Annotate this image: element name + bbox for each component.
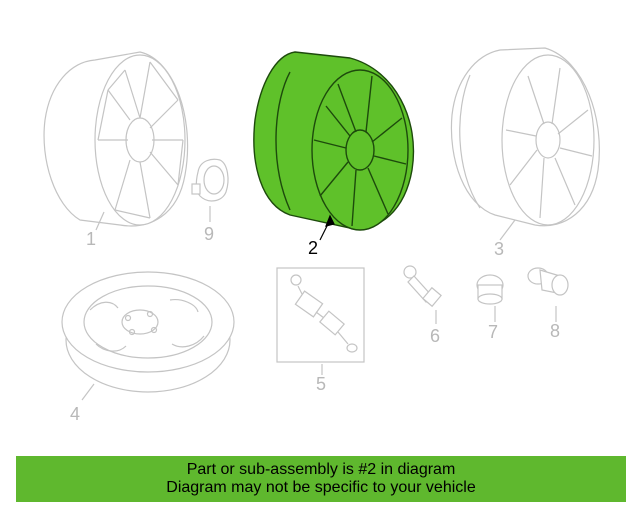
wheel-lock-illustration[interactable] [527,267,569,296]
wheel-1-illustration[interactable] [43,51,189,227]
callout-2[interactable]: 2 [308,238,319,258]
callout-arrow-1 [95,211,105,231]
callout-4[interactable]: 4 [70,404,81,424]
callout-arrow-3 [499,219,516,241]
lug-nut-illustration[interactable] [476,274,504,305]
callout-5[interactable]: 5 [316,374,327,394]
wheel-2-illustration[interactable] [253,51,415,231]
center-cap-illustration[interactable] [191,158,229,202]
valve-stem-illustration[interactable] [403,265,442,308]
callout-9[interactable]: 9 [204,224,215,244]
callout-6[interactable]: 6 [430,326,441,346]
banner-line-2: Diagram may not be specific to your vehi… [166,479,476,496]
diagram-notice-banner: Part or sub-assembly is #2 in diagram Di… [16,456,626,502]
callout-3[interactable]: 3 [494,239,505,259]
spare-wheel-illustration[interactable] [61,271,235,393]
wheel-3-illustration[interactable] [450,47,600,227]
tpms-sensor-illustration[interactable] [276,267,365,363]
banner-line-1: Part or sub-assembly is #2 in diagram [186,461,456,478]
callout-arrow-2 [319,214,335,241]
callout-7[interactable]: 7 [488,322,499,342]
parts-diagram [43,47,600,401]
callout-1[interactable]: 1 [86,229,97,249]
callout-8[interactable]: 8 [550,321,561,341]
callout-arrow-4 [81,383,95,401]
